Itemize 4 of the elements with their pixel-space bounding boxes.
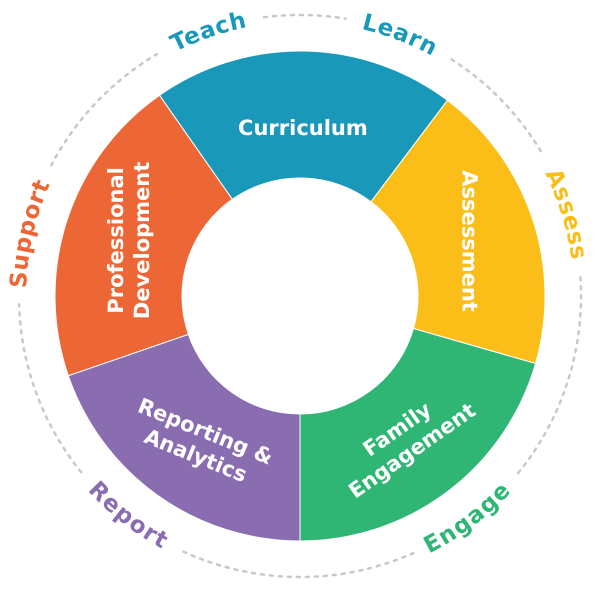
segment-label: Assessment	[457, 170, 482, 312]
segment-label: Curriculum	[238, 116, 368, 140]
segment-label: Professional Development	[104, 162, 154, 320]
stage-label: Teach	[166, 7, 250, 58]
